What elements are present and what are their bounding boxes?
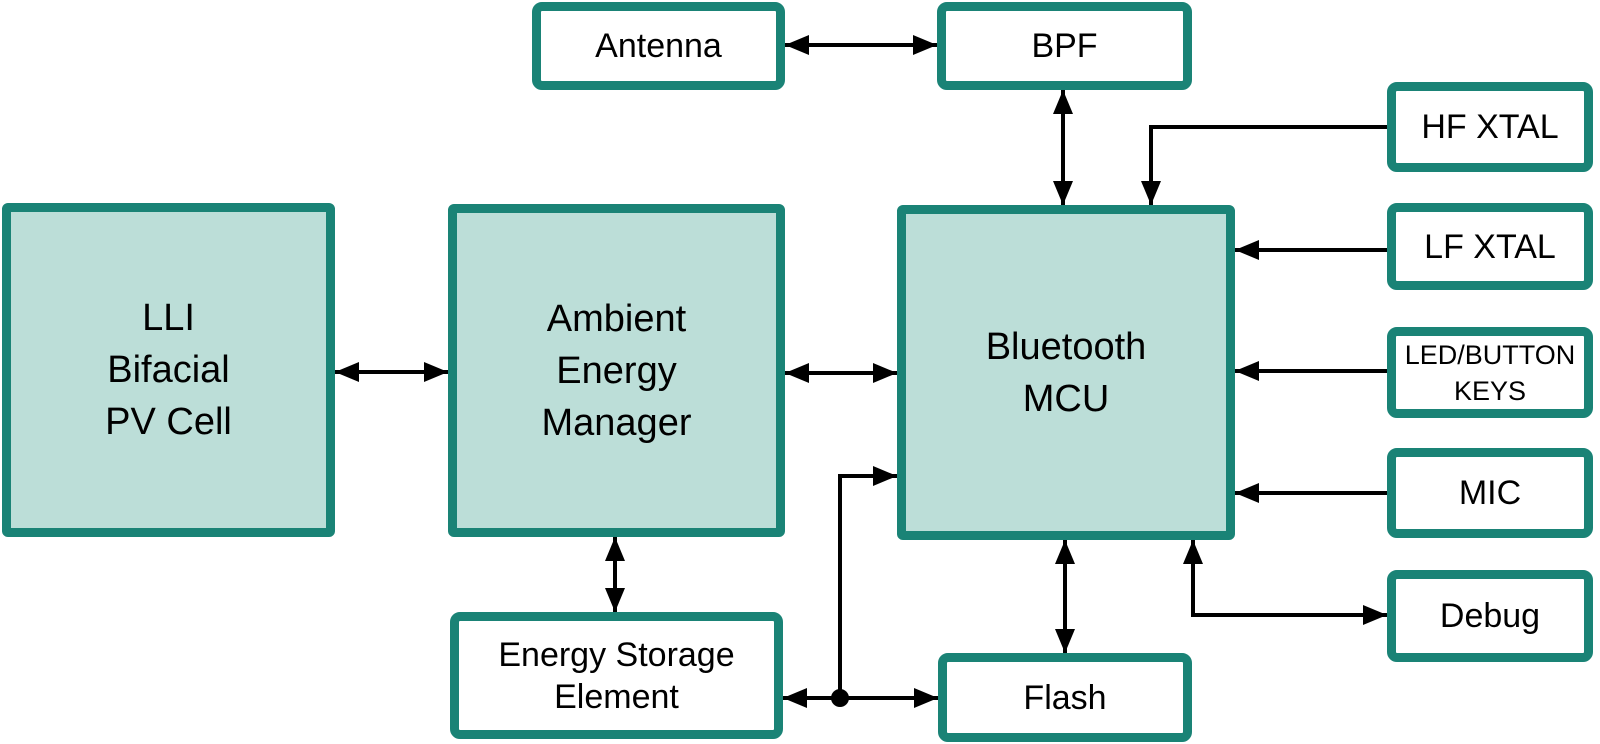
node-hf-xtal: HF XTAL (1387, 82, 1593, 172)
node-flash: Flash (938, 653, 1192, 742)
edge-mcu-debug (1183, 540, 1387, 625)
node-debug-label: Debug (1439, 597, 1541, 635)
node-lf-xtal-label: LF XTAL (1424, 227, 1556, 266)
node-led-button-keys-label-line1: LED/BUTTON (1404, 339, 1576, 370)
node-energy-storage-element-label-line1: Energy Storage (498, 635, 735, 674)
node-ambient-energy-manager-label-line1: Ambient (546, 297, 687, 340)
node-pv-cell-label-line3: PV Cell (105, 401, 232, 443)
node-pv-cell-label-line1: LLI (142, 297, 195, 339)
node-ambient-energy-manager-label-line3: Manager (541, 401, 692, 444)
node-lf-xtal: LF XTAL (1387, 203, 1593, 290)
edge-junction-mcu (838, 466, 897, 698)
node-energy-storage-element: Energy Storage Element (450, 612, 783, 739)
node-bluetooth-mcu-label-line1: Bluetooth (985, 325, 1147, 368)
node-bpf: BPF (937, 2, 1192, 90)
node-ambient-energy-manager-label-line2: Energy (556, 349, 677, 392)
node-debug: Debug (1387, 570, 1593, 662)
node-mic: MIC (1387, 448, 1593, 538)
node-energy-storage-element-label-line2: Element (554, 677, 679, 716)
node-hf-xtal-label: HF XTAL (1421, 108, 1559, 146)
node-flash-label: Flash (1023, 678, 1107, 717)
node-bluetooth-mcu: Bluetooth MCU (897, 205, 1235, 540)
node-antenna: Antenna (532, 2, 785, 90)
node-led-button-keys: LED/BUTTON KEYS (1387, 327, 1593, 418)
node-bluetooth-mcu-label-line2: MCU (1022, 377, 1110, 420)
node-antenna-label: Antenna (595, 27, 722, 65)
node-pv-cell: LLI Bifacial PV Cell (2, 203, 335, 537)
edge-hf-xtal-mcu (1141, 125, 1387, 205)
node-mic-label: MIC (1458, 474, 1522, 512)
node-ambient-energy-manager: Ambient Energy Manager (448, 204, 785, 537)
node-bpf-label: BPF (1031, 27, 1098, 65)
node-pv-cell-label-line2: Bifacial (107, 349, 230, 391)
node-led-button-keys-label-line2: KEYS (1453, 375, 1527, 406)
